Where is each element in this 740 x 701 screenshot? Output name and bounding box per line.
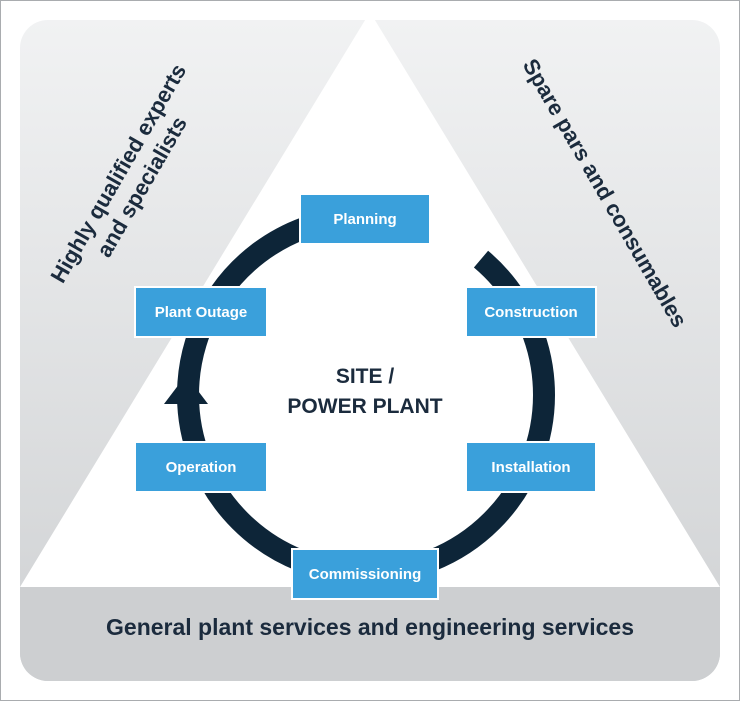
power-plant-label: POWER PLANT bbox=[287, 395, 443, 418]
step-installation: Installation bbox=[467, 443, 595, 491]
step-construction: Construction bbox=[467, 288, 595, 336]
step-commissioning: Commissioning bbox=[293, 550, 437, 598]
step-operation: Operation bbox=[136, 443, 266, 491]
services-band bbox=[20, 586, 720, 681]
site-label: SITE / bbox=[335, 365, 395, 388]
site-power-plant-label: SITE / POWER PLANT bbox=[255, 362, 475, 422]
step-planning: Planning bbox=[301, 195, 429, 243]
cycle-arrow-head bbox=[164, 375, 208, 404]
step-plant-outage: Plant Outage bbox=[136, 288, 266, 336]
general-services-label: General plant services and engineering s… bbox=[106, 614, 634, 640]
